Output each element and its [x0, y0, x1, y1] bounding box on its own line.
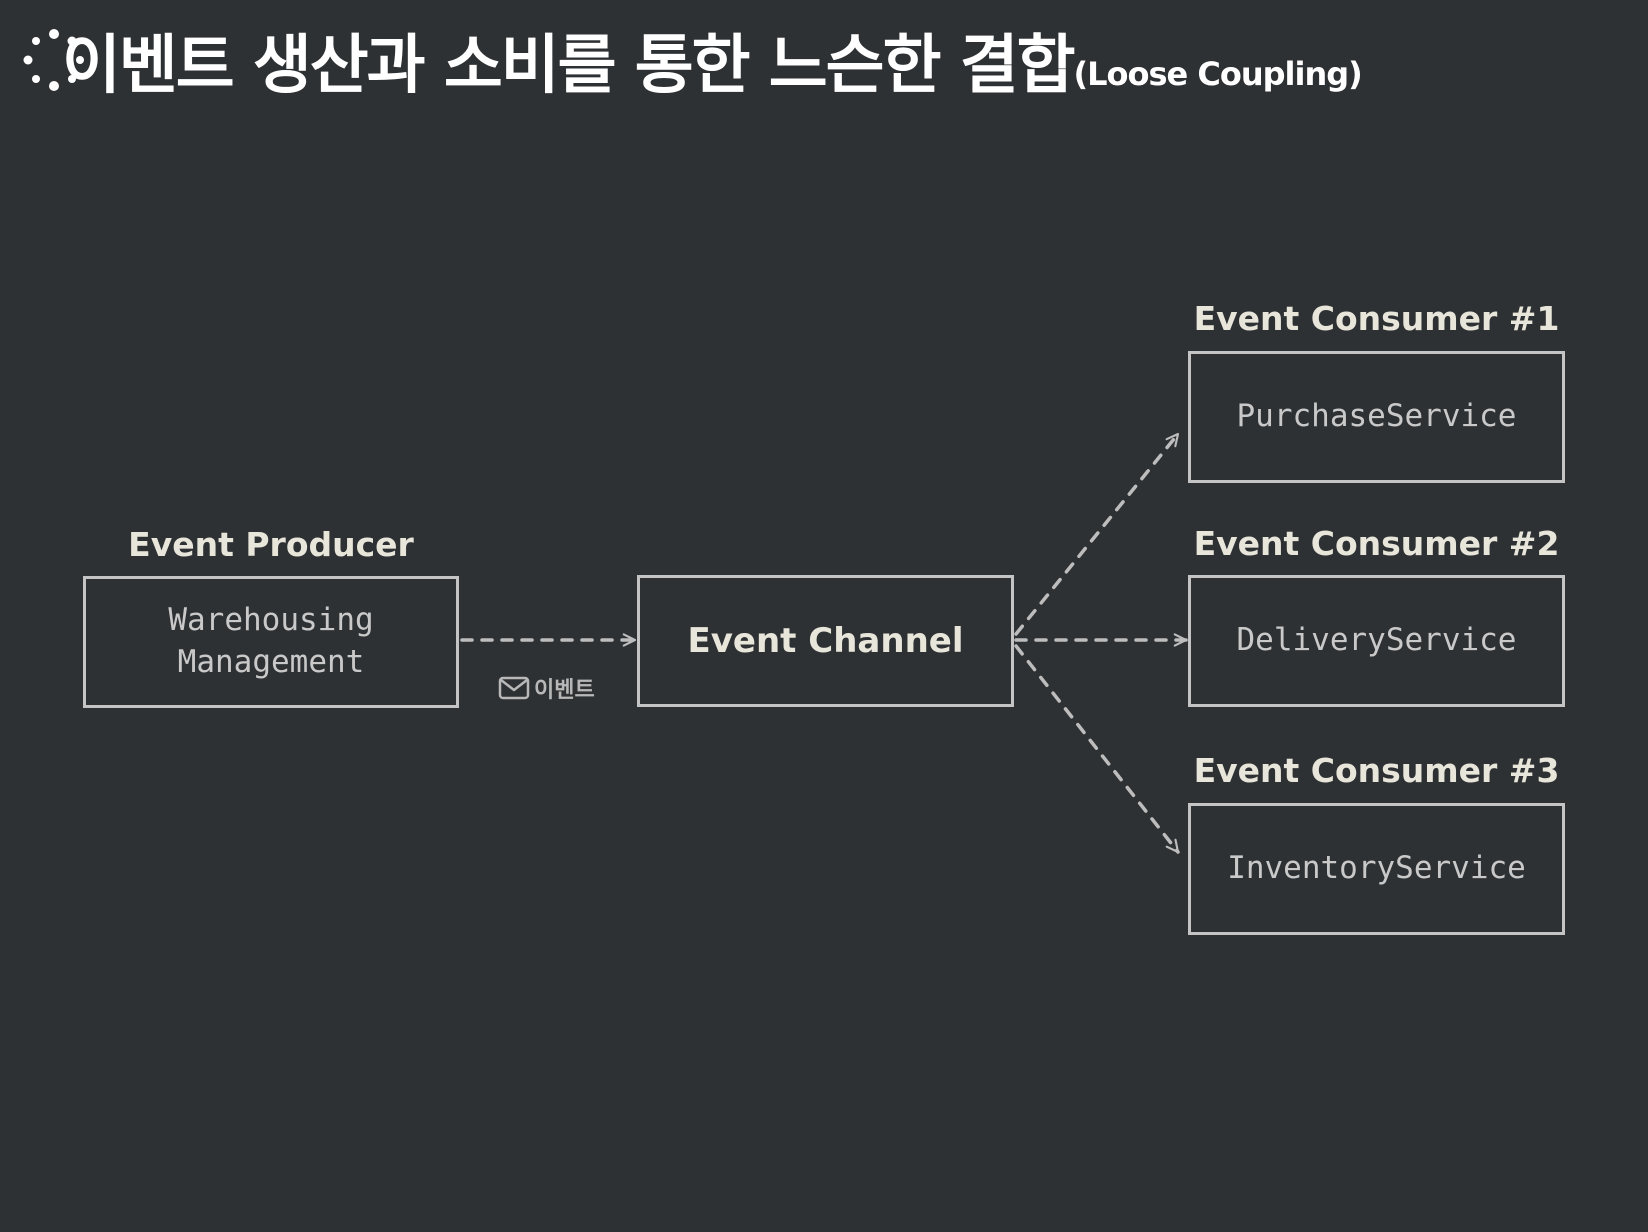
producer-label: Event Producer	[128, 525, 414, 564]
event-edge-text: 이벤트	[534, 678, 595, 703]
consumer-3-box: InventoryService	[1188, 803, 1565, 935]
consumer-2-service-name: DeliveryService	[1236, 622, 1517, 659]
page-title: 이벤트 생산과 소비를 통한 느슨한 결합	[62, 29, 1075, 103]
event-channel-label: Event Channel	[687, 621, 964, 661]
consumer-2-box: DeliveryService	[1188, 575, 1565, 707]
consumer-3-service-name: InventoryService	[1227, 850, 1526, 887]
loading-spinner-icon	[23, 29, 84, 91]
event-channel-box: Event Channel	[637, 575, 1014, 707]
page-subtitle: (Loose Coupling)	[1073, 55, 1363, 93]
consumer-3-label: Event Consumer #3	[1193, 751, 1560, 790]
event-edge-label: 이벤트	[498, 672, 595, 704]
producer-service-name: Warehousing Management	[168, 602, 374, 680]
envelope-icon	[498, 676, 530, 700]
consumer-1-label: Event Consumer #1	[1193, 299, 1560, 338]
consumer-2-label: Event Consumer #2	[1193, 524, 1560, 563]
producer-box: Warehousing Management	[83, 576, 459, 708]
consumer-1-box: PurchaseService	[1188, 351, 1565, 483]
title-bar: 이벤트 생산과 소비를 통한 느슨한 결합 (Loose Coupling)	[22, 18, 1363, 103]
edge-channel-to-consumer-1	[1014, 432, 1180, 636]
consumer-1-service-name: PurchaseService	[1236, 398, 1517, 435]
edge-channel-to-consumer-3	[1014, 644, 1180, 854]
